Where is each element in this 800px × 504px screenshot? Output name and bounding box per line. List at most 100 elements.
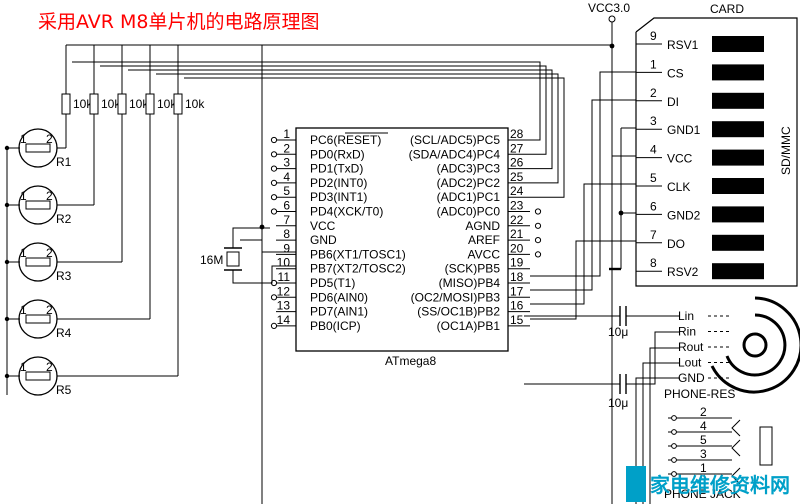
card-pin-name: DI <box>667 95 679 109</box>
card-contact <box>712 36 764 52</box>
chip-pin-number: 27 <box>510 141 524 155</box>
spi-wire <box>530 99 636 291</box>
chip-pin-terminal <box>270 165 278 172</box>
switch-label: R2 <box>56 212 72 226</box>
switch-label: R1 <box>56 155 72 169</box>
chip-pin-name: GND <box>310 233 337 247</box>
crystal-label: 16M <box>200 253 223 267</box>
card-pin-number: 5 <box>650 171 657 185</box>
chip-pin-number: 6 <box>283 199 290 213</box>
chip-pin-name: (OC1A)PB1 <box>437 319 501 333</box>
chip-pin-number: 4 <box>283 170 290 184</box>
card-contact <box>712 149 764 166</box>
chip-pin-name: PC6(RESET) <box>310 133 381 147</box>
chip-pin-name: AGND <box>465 219 500 233</box>
chip-pin-terminal <box>270 179 278 186</box>
watermark-logo <box>626 466 646 502</box>
card-contact <box>712 206 764 223</box>
card-contact <box>712 121 764 138</box>
chip-pin-number: 18 <box>510 270 524 284</box>
vcc-label: VCC3.0 <box>588 1 630 15</box>
pc-wire <box>156 73 559 184</box>
card-pin-number: 6 <box>650 199 657 213</box>
cap2-label: 10μ <box>608 396 628 410</box>
card-pin-number: 1 <box>650 57 657 71</box>
jack-pin-number: 1 <box>700 461 707 475</box>
jack-pin-number: 4 <box>700 419 707 433</box>
jack-pin-number: 5 <box>700 433 707 447</box>
chip-pin-name: PD1(TxD) <box>310 162 363 176</box>
pc-wire <box>128 69 553 170</box>
chip-pin-name: PB0(ICP) <box>310 319 361 333</box>
chip-pin-terminal <box>270 322 278 329</box>
card-contact <box>712 263 764 280</box>
chip-pin-name: (SS/OC1B)PB2 <box>417 305 500 319</box>
card-pin-name: VCC <box>667 152 693 166</box>
bus-junction <box>259 224 265 230</box>
chip-pin-name: PD3(INT1) <box>310 190 367 204</box>
chip-pin-number: 25 <box>510 170 524 184</box>
jack-pin-number: 3 <box>700 447 707 461</box>
chip-pin-number: 9 <box>283 241 290 255</box>
cap1-label: 10μ <box>608 325 628 339</box>
chip-pin-name: PB6(XT1/TOSC1) <box>310 247 406 261</box>
capacitors: 10μ 10μ <box>524 306 680 410</box>
card-pin-name: RSV2 <box>667 265 699 279</box>
speaker-mid-ring <box>725 313 787 377</box>
card-pin-number: 4 <box>650 143 657 157</box>
chip-pin-number: 10 <box>277 256 291 270</box>
switch-pin: 2 <box>46 132 53 146</box>
card-pin-number: 2 <box>650 86 657 100</box>
chip-pin-number: 8 <box>283 227 290 241</box>
chip-pin-name: (SCK)PB5 <box>445 262 501 276</box>
chip-pin-number: 23 <box>510 199 524 213</box>
card-label: CARD <box>710 2 744 16</box>
card-pin-name: RSV1 <box>667 38 699 52</box>
pullup-resistor <box>173 93 183 115</box>
diagram-title: 采用AVR M8单片机的电路原理图 <box>38 11 320 33</box>
chip-pin-number: 26 <box>510 156 524 170</box>
spi-wire <box>530 183 636 305</box>
switch-pin: 1 <box>20 189 27 203</box>
chip-pin-name: (ADC2)PC2 <box>437 176 501 190</box>
chip-pin-number: 5 <box>283 184 290 198</box>
card-pin-number: 8 <box>650 256 657 270</box>
pullup-value: 10k <box>101 97 121 111</box>
chip-pin-terminal <box>534 251 542 258</box>
chip-pin-number: 21 <box>510 227 524 241</box>
chip-pin-number: 2 <box>283 141 290 155</box>
card-contact <box>712 234 764 251</box>
chip-pin-number: 16 <box>510 299 524 313</box>
phone-res-pin: Lin <box>678 309 694 323</box>
pc-wire <box>184 77 565 198</box>
chip-pin-number: 20 <box>510 241 524 255</box>
spi-wire <box>530 71 636 277</box>
vcc-junction <box>609 43 615 49</box>
switch-pin: 2 <box>46 189 53 203</box>
pullup-value: 10k <box>157 97 177 111</box>
card-pin-name: CS <box>667 66 684 80</box>
pullup-resistor <box>89 93 99 115</box>
card-side-label: SD/MMC <box>779 126 793 175</box>
chip-pin-terminal <box>270 136 278 144</box>
chip-pin-name: PD4(XCK/T0) <box>310 205 383 219</box>
chip-pin-name: PD0(RxD) <box>310 147 365 161</box>
pullup-value: 10k <box>73 97 93 111</box>
chip-pin-number: 13 <box>277 299 291 313</box>
speaker-outer-ring <box>710 296 800 394</box>
chip-pin-name: VCC <box>310 219 336 233</box>
chip-pin-name: PD7(AIN1) <box>310 305 368 319</box>
pullup-value: 10k <box>185 97 205 111</box>
chip-pin-number: 22 <box>510 213 524 227</box>
card-contact <box>712 64 764 81</box>
chip-pin-name: (ADC0)PC0 <box>437 205 501 219</box>
phone-res-pin: GND <box>678 371 705 385</box>
jack-pin-number: 2 <box>700 405 707 419</box>
watermark-text: 家电维修资料网 <box>650 473 790 497</box>
switch-pin: 2 <box>46 303 53 317</box>
